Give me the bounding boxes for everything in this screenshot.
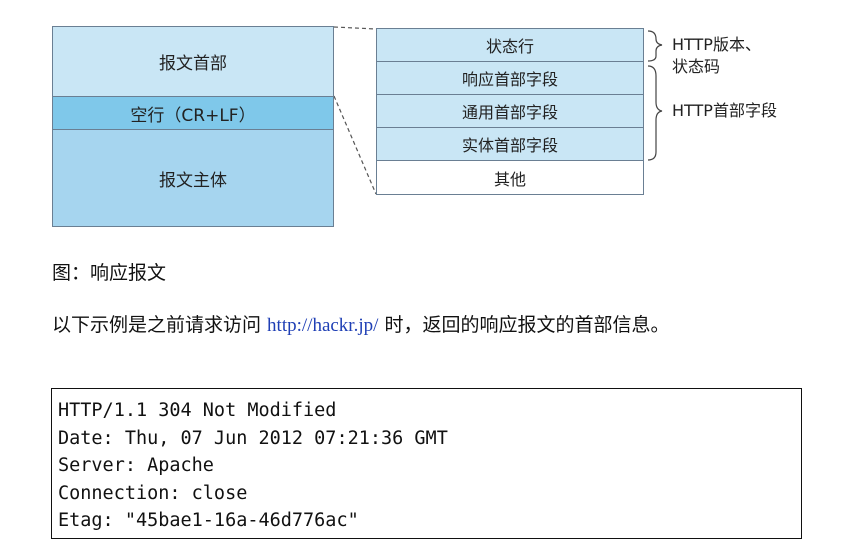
description-paragraph: 以下示例是之前请求访问 http://hackr.jp/ 时，返回的响应报文的首…: [52, 312, 792, 339]
response-header-code-block: HTTP/1.1 304 Not Modified Date: Thu, 07 …: [51, 388, 802, 539]
entity-header-row: 实体首部字段: [377, 128, 643, 161]
response-header-row: 响应首部字段: [377, 62, 643, 95]
message-structure-box: 报文首部 空行（CR+LF） 报文主体: [52, 26, 334, 227]
top-dashed-connector: [333, 26, 377, 30]
header-detail-box: 状态行 响应首部字段 通用首部字段 实体首部字段 其他: [376, 28, 644, 195]
paragraph-text-before: 以下示例是之前请求访问: [52, 314, 268, 336]
code-line-date: Date: Thu, 07 Jun 2012 07:21:36 GMT: [58, 427, 448, 449]
diagram-connectors: [333, 26, 663, 195]
code-line-server: Server: Apache: [58, 455, 214, 476]
code-line-status: HTTP/1.1 304 Not Modified: [58, 400, 337, 421]
status-line-row: 状态行: [377, 29, 643, 62]
paragraph-text-after: 时，返回的响应报文的首部信息。: [378, 314, 670, 336]
fields-brace-label: HTTP首部字段: [672, 101, 777, 120]
status-brace-label-line1: HTTP版本、: [672, 35, 761, 54]
fields-brace: [647, 65, 663, 161]
example-link[interactable]: http://hackr.jp/: [267, 315, 379, 336]
status-brace-label-line2: 状态码: [672, 57, 721, 76]
code-line-connection: Connection: close: [58, 482, 248, 504]
status-brace-label: HTTP版本、 状态码: [672, 34, 761, 78]
other-row: 其他: [377, 161, 643, 194]
code-line-etag: Etag: "45bae1-16a-46d776ac": [58, 510, 359, 531]
message-header-block: 报文首部: [53, 27, 333, 97]
blank-line-block: 空行（CR+LF）: [53, 97, 333, 130]
bottom-dashed-connector: [333, 95, 377, 195]
general-header-row: 通用首部字段: [377, 95, 643, 128]
response-message-diagram: 报文首部 空行（CR+LF） 报文主体 状态行 响应首部字段 通用首部字段 实体…: [52, 26, 812, 236]
message-body-block: 报文主体: [53, 130, 333, 226]
figure-caption: 图：响应报文: [52, 262, 167, 284]
status-brace: [647, 30, 663, 62]
